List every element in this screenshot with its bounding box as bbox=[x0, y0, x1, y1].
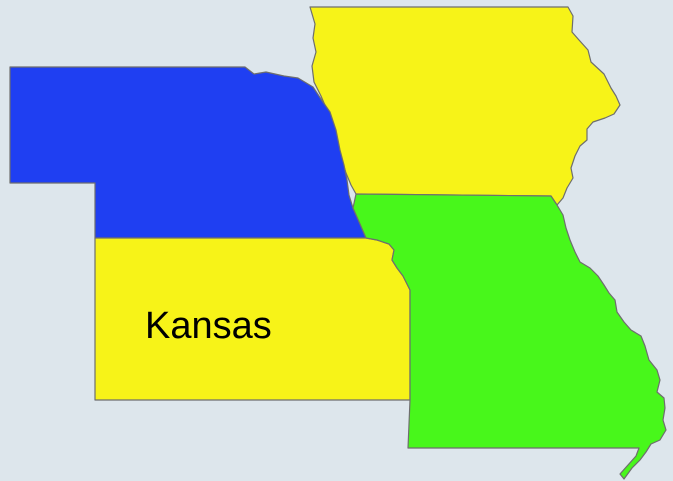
iowa-state[interactable] bbox=[309, 6, 621, 206]
missouri-state[interactable] bbox=[352, 193, 667, 480]
kansas-label: Kansas bbox=[145, 305, 272, 347]
